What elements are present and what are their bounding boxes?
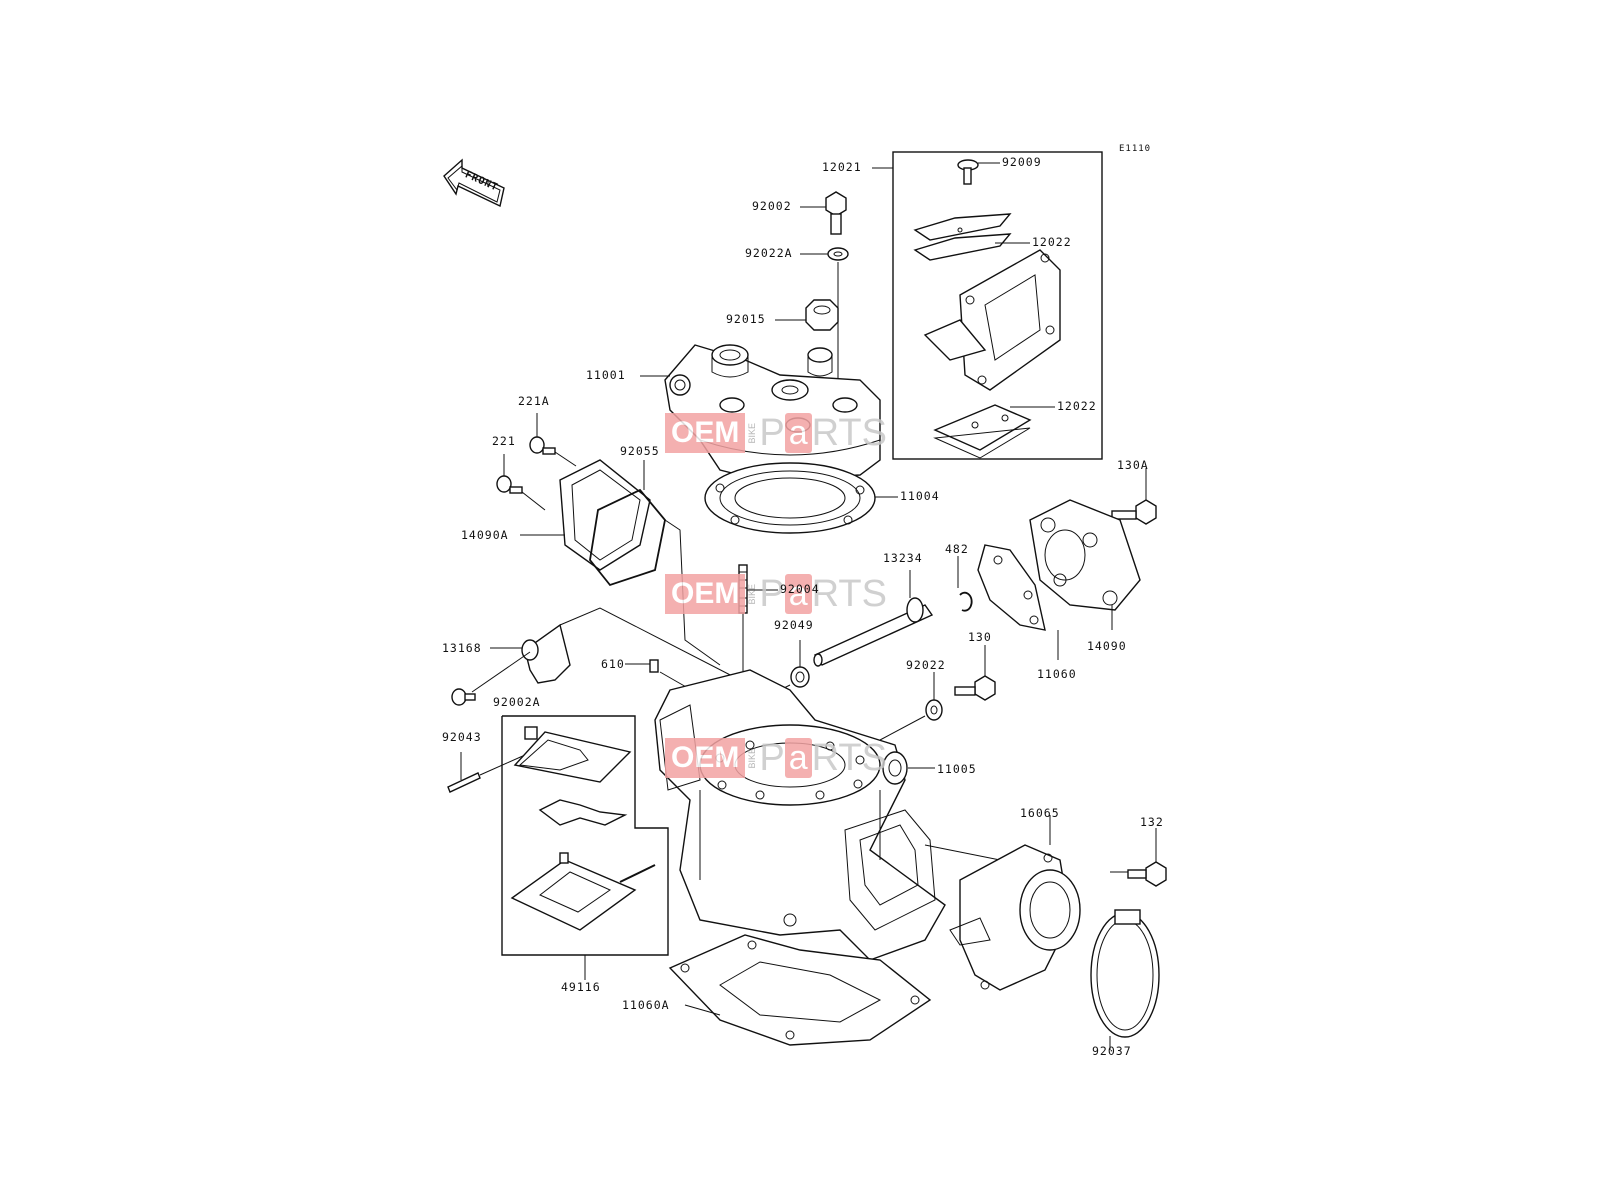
pin-92043-icon bbox=[447, 752, 526, 793]
front-arrow-icon bbox=[443, 158, 505, 208]
screw-221-icon bbox=[496, 454, 546, 511]
screw-92002a-icon bbox=[451, 651, 531, 706]
cylinder-head-11001-icon bbox=[640, 344, 881, 481]
label-610[interactable]: 610 bbox=[601, 657, 625, 671]
reed-petal-lower-icon bbox=[933, 404, 1055, 459]
clamp-92037-icon bbox=[1090, 909, 1160, 1050]
nut-92015-icon bbox=[775, 299, 839, 331]
label-49116[interactable]: 49116 bbox=[561, 980, 601, 994]
bolt-130a-icon bbox=[1111, 468, 1157, 525]
reed-petal-upper-icon bbox=[913, 213, 1030, 261]
label-13168[interactable]: 13168 bbox=[442, 641, 482, 655]
label-11005[interactable]: 11005 bbox=[937, 762, 977, 776]
label-12022-upper[interactable]: 12022 bbox=[1032, 235, 1072, 249]
reed-valve-assembly-box bbox=[892, 151, 1103, 460]
label-92022a[interactable]: 92022A bbox=[745, 246, 793, 260]
figure-code: E1110 bbox=[1119, 144, 1152, 154]
gasket-11060-icon bbox=[977, 544, 1059, 660]
label-12021[interactable]: 12021 bbox=[822, 160, 862, 174]
label-14090a[interactable]: 14090A bbox=[461, 528, 509, 542]
screw-221a-icon bbox=[529, 413, 577, 467]
label-92015[interactable]: 92015 bbox=[726, 312, 766, 326]
label-12022-lower[interactable]: 12022 bbox=[1057, 399, 1097, 413]
label-92043[interactable]: 92043 bbox=[442, 730, 482, 744]
screw-92009-icon bbox=[957, 159, 1000, 185]
intake-manifold-16065-icon bbox=[949, 815, 1081, 991]
bolt-130-icon bbox=[954, 645, 996, 701]
label-92022[interactable]: 92022 bbox=[906, 658, 946, 672]
washer-92022-icon bbox=[879, 672, 943, 741]
label-92037[interactable]: 92037 bbox=[1092, 1044, 1132, 1058]
label-11004[interactable]: 11004 bbox=[900, 489, 940, 503]
cover-14090a-icon bbox=[520, 459, 651, 571]
label-14090[interactable]: 14090 bbox=[1087, 639, 1127, 653]
label-130a[interactable]: 130A bbox=[1117, 458, 1149, 472]
label-92009[interactable]: 92009 bbox=[1002, 155, 1042, 169]
label-11060[interactable]: 11060 bbox=[1037, 667, 1077, 681]
cover-14090-icon bbox=[1029, 499, 1141, 630]
cylinder-11005-icon bbox=[654, 669, 1001, 961]
bolt-132-icon bbox=[1110, 828, 1167, 887]
head-gasket-11004-icon bbox=[704, 462, 898, 534]
label-13234[interactable]: 13234 bbox=[883, 551, 923, 565]
label-482[interactable]: 482 bbox=[945, 542, 969, 556]
bolt-92002-icon bbox=[800, 191, 847, 235]
label-221[interactable]: 221 bbox=[492, 434, 516, 448]
clip-482-icon bbox=[957, 556, 973, 612]
label-92002a[interactable]: 92002A bbox=[493, 695, 541, 709]
label-130[interactable]: 130 bbox=[968, 630, 992, 644]
washer-92022a-icon bbox=[800, 247, 849, 390]
label-92002[interactable]: 92002 bbox=[752, 199, 792, 213]
label-92004[interactable]: 92004 bbox=[780, 582, 820, 596]
label-16065[interactable]: 16065 bbox=[1020, 806, 1060, 820]
label-221a[interactable]: 221A bbox=[518, 394, 550, 408]
reed-valve-body-icon bbox=[923, 249, 1061, 391]
label-92055[interactable]: 92055 bbox=[620, 444, 660, 458]
label-132[interactable]: 132 bbox=[1140, 815, 1164, 829]
shaft-13234-icon bbox=[813, 570, 934, 667]
base-gasket-11060a-icon bbox=[668, 934, 932, 1046]
label-11001[interactable]: 11001 bbox=[586, 368, 626, 382]
label-11060a[interactable]: 11060A bbox=[622, 998, 670, 1012]
exhaust-valve-icon bbox=[510, 726, 656, 931]
bracket-13168-icon bbox=[490, 607, 741, 684]
exhaust-valve-assembly-box bbox=[501, 715, 669, 956]
label-92049[interactable]: 92049 bbox=[774, 618, 814, 632]
